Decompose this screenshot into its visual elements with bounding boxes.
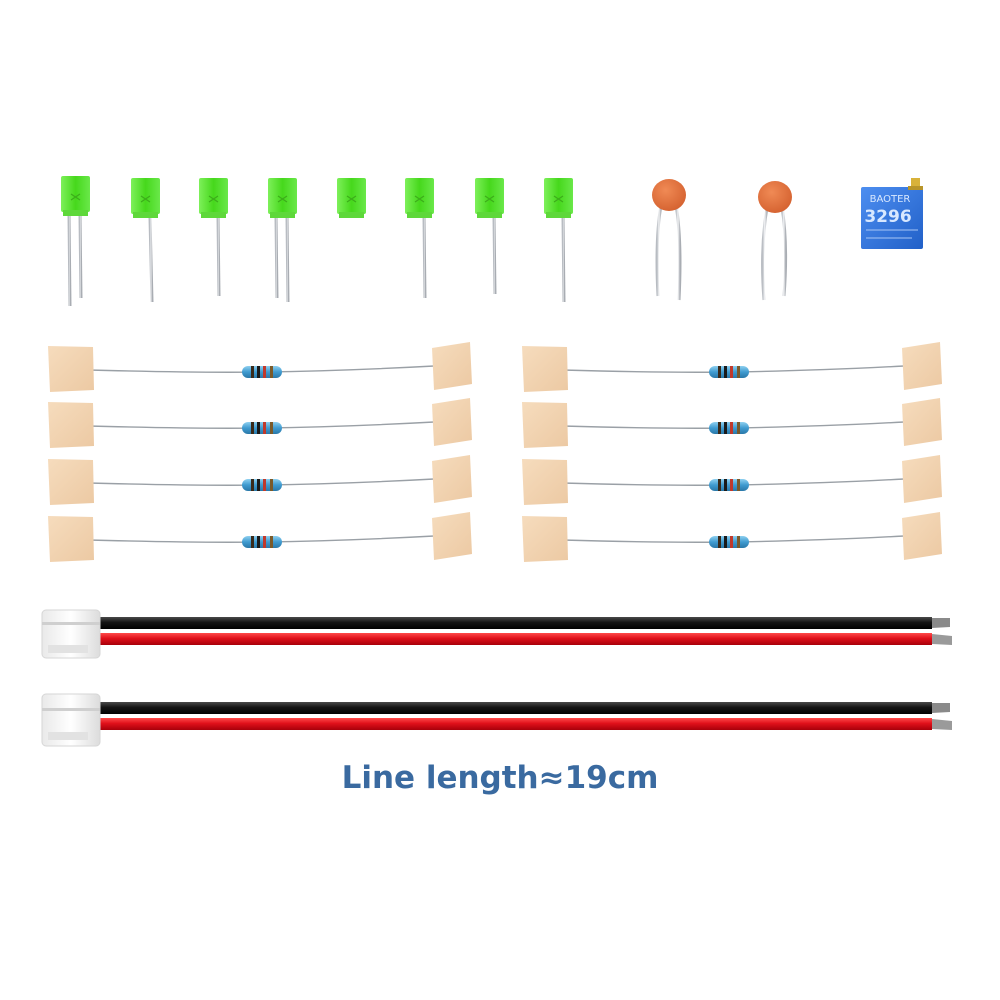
resistor-band bbox=[737, 536, 740, 548]
tape-left bbox=[522, 402, 568, 448]
line-length-caption: Line length≈19cm bbox=[341, 760, 659, 796]
taped-resistor bbox=[522, 512, 942, 562]
resistor-band bbox=[270, 479, 273, 491]
resistor-band bbox=[737, 422, 740, 434]
resistor-band bbox=[270, 422, 273, 434]
resistor-band bbox=[263, 366, 266, 378]
resistor-body bbox=[242, 479, 282, 491]
resistor-band bbox=[251, 366, 254, 378]
tape-left bbox=[48, 402, 94, 448]
resistor-band bbox=[718, 366, 721, 378]
resistor-body bbox=[709, 422, 749, 434]
led bbox=[405, 178, 434, 306]
tape-right bbox=[902, 512, 942, 560]
tape-right bbox=[902, 455, 942, 503]
led bbox=[337, 178, 366, 308]
resistor-band bbox=[263, 536, 266, 548]
resistor-body bbox=[709, 479, 749, 491]
resistor-band bbox=[251, 479, 254, 491]
cable-assembly bbox=[41, 609, 952, 659]
taped-resistor bbox=[48, 455, 472, 505]
trimmer-potentiometer: BAOTER 3296 bbox=[861, 178, 923, 294]
resistor-band bbox=[730, 479, 733, 491]
ceramic-capacitor bbox=[758, 181, 792, 301]
resistor-band bbox=[724, 366, 727, 378]
taped-resistor bbox=[48, 512, 472, 562]
tape-left bbox=[522, 346, 568, 392]
resistor-body bbox=[242, 366, 282, 378]
tape-right bbox=[432, 342, 472, 390]
led bbox=[131, 178, 160, 303]
taped-resistor bbox=[522, 398, 942, 448]
resistor-band bbox=[718, 479, 721, 491]
led bbox=[199, 178, 228, 302]
resistor-band bbox=[730, 366, 733, 378]
resistor-band bbox=[257, 366, 260, 378]
led bbox=[475, 178, 504, 302]
resistor-band bbox=[263, 422, 266, 434]
resistor-band bbox=[724, 479, 727, 491]
taped-resistor bbox=[522, 455, 942, 505]
resistor-band bbox=[737, 366, 740, 378]
resistor-band bbox=[737, 479, 740, 491]
tape-right bbox=[432, 455, 472, 503]
resistor-band bbox=[270, 536, 273, 548]
resistor-band bbox=[257, 536, 260, 548]
taped-resistor bbox=[522, 342, 942, 392]
tape-right bbox=[902, 342, 942, 390]
led bbox=[268, 178, 297, 303]
resistor-body bbox=[242, 422, 282, 434]
tape-left bbox=[48, 346, 94, 392]
tape-left bbox=[48, 516, 94, 562]
cable-assembly bbox=[41, 693, 952, 747]
resistor-band bbox=[730, 422, 733, 434]
resistor-band bbox=[724, 536, 727, 548]
taped-resistor bbox=[48, 398, 472, 448]
led bbox=[61, 176, 90, 307]
led-row bbox=[61, 176, 573, 310]
tape-left bbox=[48, 459, 94, 505]
led bbox=[544, 178, 573, 310]
tape-right bbox=[432, 398, 472, 446]
resistor-band bbox=[718, 422, 721, 434]
resistor-band bbox=[730, 536, 733, 548]
tape-left bbox=[522, 516, 568, 562]
tape-right bbox=[902, 398, 942, 446]
resistor-grid bbox=[48, 342, 942, 562]
taped-resistor bbox=[48, 342, 472, 392]
resistor-band bbox=[257, 479, 260, 491]
resistor-band bbox=[270, 366, 273, 378]
resistor-body bbox=[709, 536, 749, 548]
tape-right bbox=[432, 512, 472, 560]
resistor-body bbox=[242, 536, 282, 548]
resistor-band bbox=[724, 422, 727, 434]
ceramic-capacitor bbox=[652, 179, 686, 301]
tape-left bbox=[522, 459, 568, 505]
resistor-band bbox=[718, 536, 721, 548]
potentiometer-code: 3296 bbox=[864, 207, 911, 227]
resistor-band bbox=[251, 422, 254, 434]
potentiometer-brand: BAOTER bbox=[870, 194, 911, 205]
resistor-body bbox=[709, 366, 749, 378]
resistor-band bbox=[257, 422, 260, 434]
resistor-band bbox=[251, 536, 254, 548]
resistor-band bbox=[263, 479, 266, 491]
